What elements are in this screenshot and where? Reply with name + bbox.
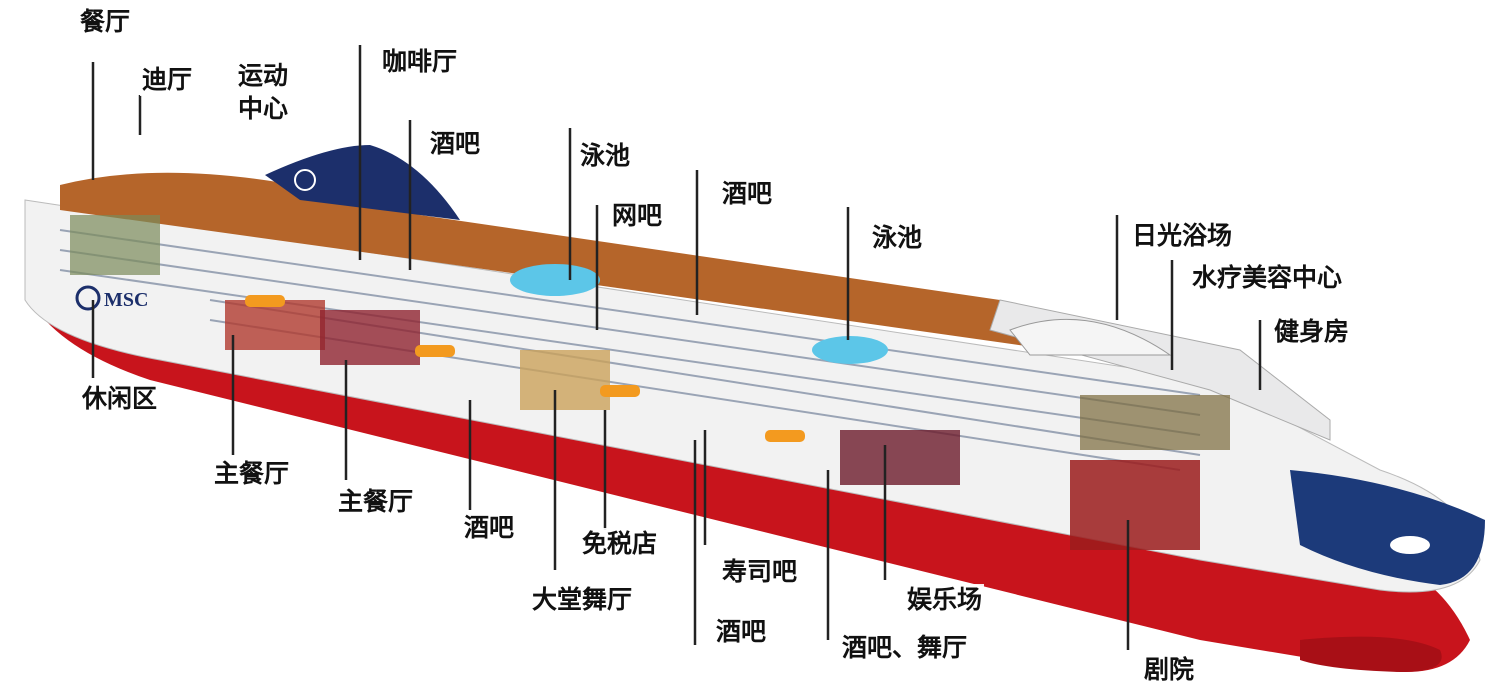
lobby-cutaway [520, 350, 610, 410]
dining-cutaway-1 [225, 300, 325, 350]
label-duty-free: 免税店 [580, 528, 660, 560]
label-theater: 剧院 [1142, 654, 1197, 686]
label-bar-bottom: 酒吧 [714, 616, 769, 648]
label-casino: 娱乐场 [905, 584, 985, 616]
label-main-dining-2: 主餐厅 [336, 486, 416, 518]
label-sports-center-line2: 中心 [236, 93, 291, 124]
spa-cutaway [1080, 395, 1230, 450]
label-main-dining-1: 主餐厅 [212, 458, 292, 490]
aft-lounge-cutaway [70, 215, 160, 275]
label-gym: 健身房 [1272, 316, 1352, 348]
pool-mid [812, 336, 888, 364]
label-internet-bar: 网吧 [610, 200, 665, 232]
sun-deck-dome [1009, 318, 1172, 356]
label-cafe: 咖啡厅 [380, 46, 460, 78]
label-sports-center-line1: 运动 [236, 60, 291, 91]
lifeboats [245, 295, 805, 442]
label-bar-mid: 酒吧 [720, 178, 775, 210]
dining-cutaway-2 [320, 310, 420, 365]
label-bar-lower: 酒吧 [462, 512, 517, 544]
label-sushi-bar: 寿司吧 [720, 556, 800, 588]
label-pool-mid: 泳池 [870, 222, 925, 254]
label-bar-top: 酒吧 [428, 128, 483, 160]
funnel-logo [294, 169, 316, 191]
pool-aft [510, 264, 600, 296]
msc-logo-text: MSC [104, 289, 148, 311]
label-bar-dance: 酒吧、舞厅 [840, 632, 970, 664]
label-spa: 水疗美容中心 [1190, 262, 1345, 294]
label-disco: 迪厅 [140, 64, 195, 96]
label-lounge: 休闲区 [80, 383, 160, 415]
bow-deck [1290, 470, 1485, 585]
label-lobby-ballroom: 大堂舞厅 [530, 584, 635, 616]
theater-cutaway [1070, 460, 1200, 550]
label-restaurant: 餐厅 [78, 6, 133, 38]
leader-lines [91, 45, 1262, 650]
msc-logo-emblem [75, 285, 101, 311]
bow-deck-marking [1390, 536, 1430, 554]
casino-cutaway [840, 430, 960, 485]
top-deck [60, 172, 1240, 375]
label-sun-deck: 日光浴场 [1130, 220, 1235, 252]
label-pool-aft: 泳池 [578, 140, 633, 172]
ship-bulbous-bow [1300, 636, 1442, 672]
